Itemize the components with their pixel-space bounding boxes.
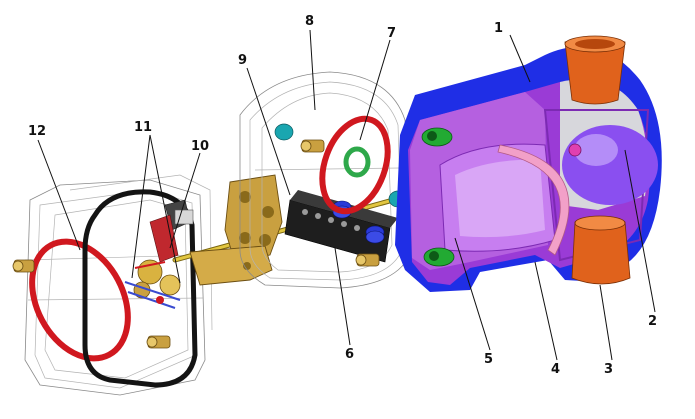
mounting-bracket xyxy=(189,174,283,286)
black-gasket xyxy=(82,189,198,388)
teal-plug-top xyxy=(274,123,294,141)
spring-lower xyxy=(365,225,385,244)
callout-6: 6 xyxy=(345,347,354,362)
middle-cover-bolt-top xyxy=(300,139,325,153)
orange-cup-top xyxy=(564,35,626,105)
callout-5: 5 xyxy=(484,352,493,367)
green-boss-top xyxy=(421,127,453,147)
float-ball xyxy=(562,125,658,205)
callout-4: 4 xyxy=(551,362,560,377)
cover-bolt-top-left xyxy=(12,259,35,273)
callout-2: 2 xyxy=(648,314,657,329)
green-seal-ring xyxy=(343,146,371,178)
callout-10: 10 xyxy=(191,139,209,154)
red-o-ring-right xyxy=(319,115,391,215)
middle-cover-bolt-bottom xyxy=(355,253,380,267)
callout-3: 3 xyxy=(604,362,613,377)
callout-11: 11 xyxy=(134,120,152,135)
middle-cover-wireframe xyxy=(239,71,411,289)
callout-12: 12 xyxy=(28,124,46,139)
orange-cup-bottom xyxy=(571,215,631,285)
microswitch-assembly xyxy=(124,199,194,309)
callout-7: 7 xyxy=(387,26,396,41)
lever-arm xyxy=(497,144,570,256)
red-o-ring-left xyxy=(29,238,131,362)
callout-9: 9 xyxy=(238,53,247,68)
callout-8: 8 xyxy=(305,14,314,29)
rod-pivot xyxy=(568,143,582,157)
callout-1: 1 xyxy=(494,21,503,36)
leader-lines xyxy=(37,29,656,361)
cover-bolt-bottom xyxy=(146,335,171,349)
inner-chamber xyxy=(439,143,556,252)
green-boss-bottom xyxy=(423,247,455,267)
